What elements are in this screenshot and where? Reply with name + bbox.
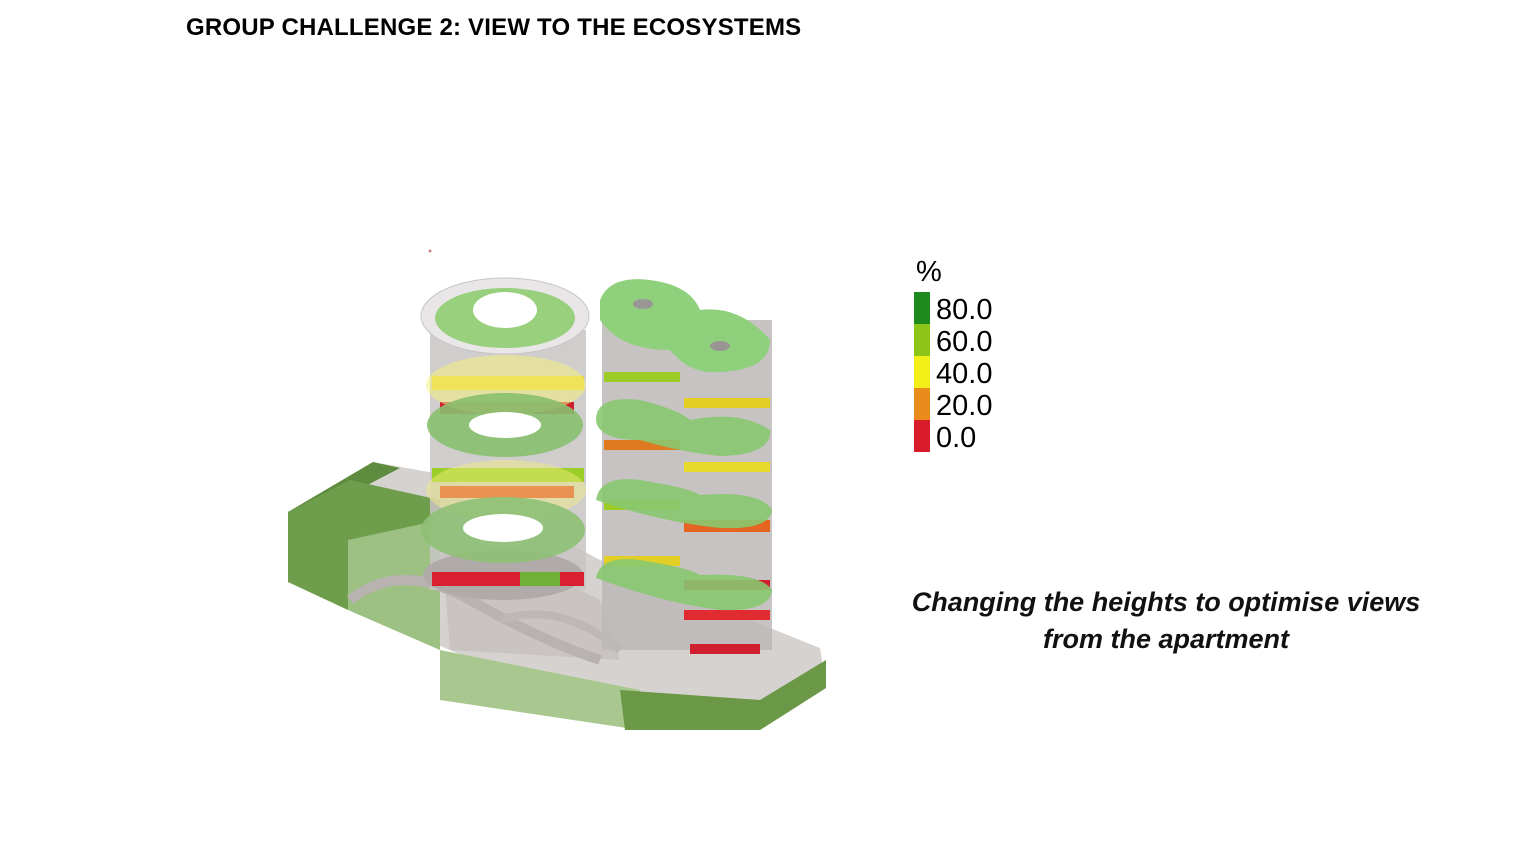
legend-label-40: 40.0 [936,358,993,390]
legend-label-20: 20.0 [936,390,993,422]
legend-swatch-0 [914,420,930,452]
caption: Changing the heights to optimise views f… [900,584,1432,658]
marker-dot [428,249,432,253]
right-tower [596,279,772,654]
page-title: GROUP CHALLENGE 2: VIEW TO THE ECOSYSTEM… [186,14,802,41]
legend-label-0: 0.0 [936,422,977,454]
legend-swatch-20 [914,388,930,420]
legend: % 80.0 60.0 40.0 20.0 0.0 [914,256,1024,456]
caption-line-1: Changing the heights to optimise views [911,587,1421,617]
legend-unit: % [916,256,942,288]
legend-swatch-40 [914,356,930,388]
legend-swatch-80 [914,292,930,324]
legend-label-60: 60.0 [936,326,993,358]
left-tower [420,277,590,600]
legend-label-80: 80.0 [936,294,993,326]
legend-swatch-60 [914,324,930,356]
caption-line-2: from the apartment [1042,624,1290,654]
